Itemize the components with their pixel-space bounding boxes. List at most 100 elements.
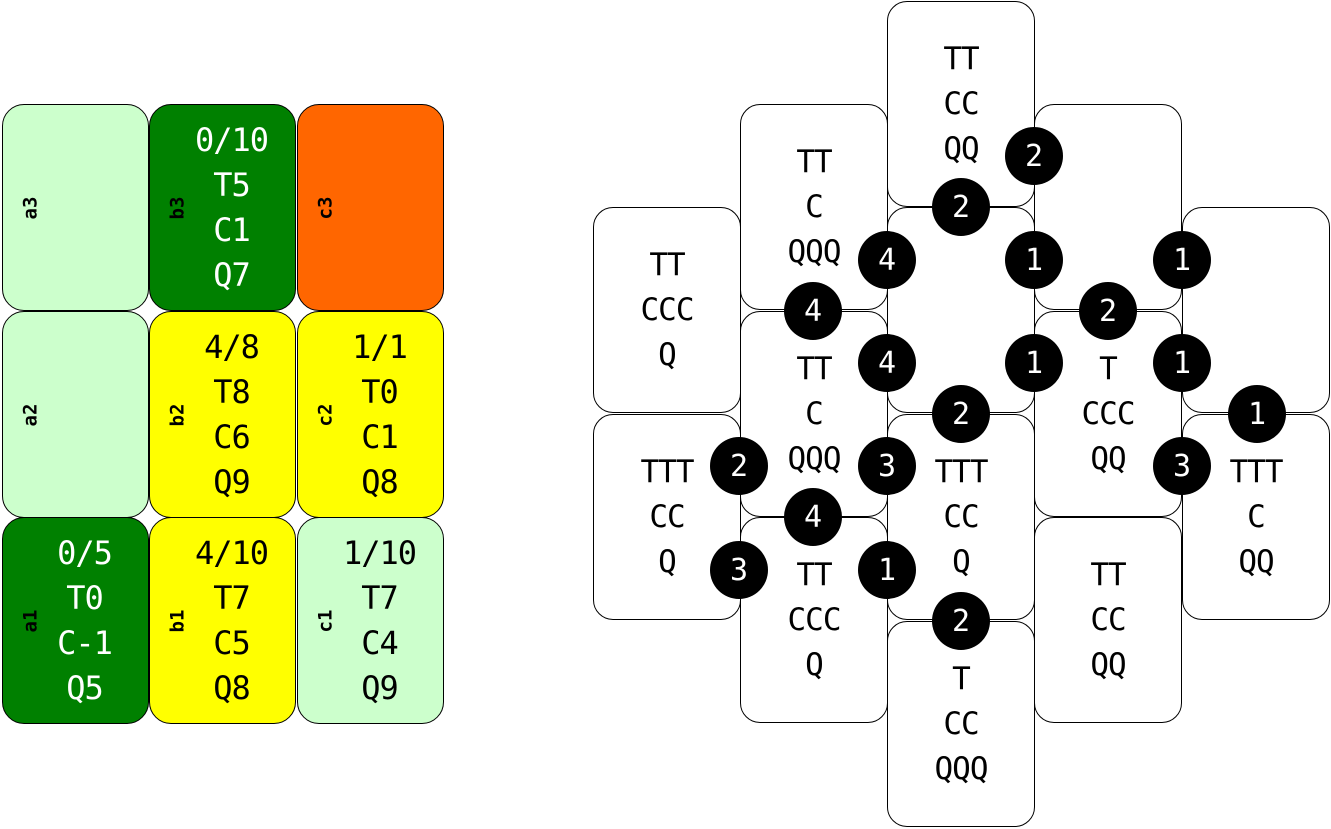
cell-stat-line: T0 <box>361 372 399 411</box>
tile-line: T <box>1099 350 1118 387</box>
number-badge: 2 <box>932 385 990 443</box>
cell-stat-line: 1/1 <box>352 327 408 366</box>
cell-stat-line: Q8 <box>213 668 251 707</box>
tile-line: CCC <box>640 291 695 328</box>
cell-stat-line: Q9 <box>361 668 399 707</box>
tile-line: Q <box>658 543 677 580</box>
cell-stat-line: C-1 <box>57 623 113 662</box>
tile-line: CC <box>943 498 979 535</box>
cell-stat-line: 1/10 <box>342 533 417 572</box>
tile-line: CC <box>649 498 685 535</box>
board-tile[interactable] <box>1182 207 1330 413</box>
cell-stat-line: 0/10 <box>194 120 269 159</box>
tile-line: CCC <box>1081 395 1136 432</box>
cell-stat-line: 4/10 <box>194 533 269 572</box>
number-badge: 1 <box>858 541 916 599</box>
grid-cell-c3[interactable]: c3 <box>297 104 444 311</box>
number-badge: 3 <box>1153 437 1211 495</box>
tile-line: TT <box>943 40 979 77</box>
tile-line: QQQ <box>934 750 989 787</box>
tile-line: TTT <box>934 453 989 490</box>
cell-stat-line: C1 <box>361 417 399 456</box>
board-tile[interactable]: T CCC QQ <box>1034 311 1182 517</box>
cell-stat-line: T7 <box>213 578 251 617</box>
number-badge: 1 <box>1005 231 1063 289</box>
grid-cell-a3[interactable]: a3 <box>2 104 149 311</box>
number-badge: 3 <box>710 541 768 599</box>
number-badge: 1 <box>1153 334 1211 392</box>
tile-line: CCC <box>787 601 842 638</box>
cell-stat-line: C1 <box>213 210 251 249</box>
cell-stat-line: 4/8 <box>204 327 260 366</box>
tile-line: QQQ <box>787 233 842 270</box>
tile-line: QQ <box>1090 646 1126 683</box>
tile-line: TT <box>796 350 832 387</box>
board-tile[interactable]: TT CC QQ <box>887 1 1035 207</box>
tile-line: TTT <box>640 453 695 490</box>
cell-stat-line: Q5 <box>66 668 104 707</box>
number-badge: 3 <box>858 437 916 495</box>
number-badge: 2 <box>1005 127 1063 185</box>
cell-stat-line: Q7 <box>213 255 251 294</box>
number-badge: 1 <box>1153 231 1211 289</box>
cell-stat-line: T0 <box>66 578 104 617</box>
tile-line: TT <box>649 246 685 283</box>
tile-line: C <box>805 188 824 225</box>
cell-stat-line: C4 <box>361 623 399 662</box>
tile-line: QQ <box>943 130 979 167</box>
cell-stat-line: T8 <box>213 372 251 411</box>
tile-line: QQ <box>1090 440 1126 477</box>
cell-stat-line: C5 <box>213 623 251 662</box>
number-badge: 1 <box>1228 385 1286 443</box>
tile-line: QQQ <box>787 440 842 477</box>
tile-line: TT <box>796 143 832 180</box>
tile-line: T <box>952 660 971 697</box>
number-badge: 1 <box>1005 334 1063 392</box>
tile-line: CC <box>943 85 979 122</box>
cell-stat-line: 0/5 <box>57 533 113 572</box>
number-badge: 2 <box>710 437 768 495</box>
tile-line: CC <box>943 705 979 742</box>
number-badge: 4 <box>784 282 842 340</box>
cell-stat-line: Q9 <box>213 462 251 501</box>
board-tile[interactable]: TT CCC Q <box>593 207 741 413</box>
tile-line: Q <box>658 336 677 373</box>
tile-line: CC <box>1090 601 1126 638</box>
board-tile[interactable]: TT CCC Q <box>740 517 888 723</box>
tile-line: C <box>1247 498 1266 535</box>
tile-line: Q <box>952 543 971 580</box>
tile-line: C <box>805 395 824 432</box>
board-tile[interactable]: TT CC QQ <box>1034 517 1182 723</box>
cell-stat-line: T7 <box>361 578 399 617</box>
tile-line: TTT <box>1229 453 1284 490</box>
number-badge: 4 <box>858 334 916 392</box>
number-badge: 2 <box>932 592 990 650</box>
number-badge: 4 <box>784 488 842 546</box>
tile-line: Q <box>805 646 824 683</box>
tile-line: TT <box>796 556 832 593</box>
cell-stat-line: C6 <box>213 417 251 456</box>
tile-line: TT <box>1090 556 1126 593</box>
cell-stat-line: T5 <box>213 165 251 204</box>
number-badge: 2 <box>932 178 990 236</box>
number-badge: 4 <box>858 231 916 289</box>
board-tile[interactable]: T CC QQQ <box>887 621 1035 827</box>
number-badge: 2 <box>1079 282 1137 340</box>
board-tile[interactable]: TT C QQQ <box>740 104 888 310</box>
board-tile[interactable]: TTT CC Q <box>887 414 1035 620</box>
